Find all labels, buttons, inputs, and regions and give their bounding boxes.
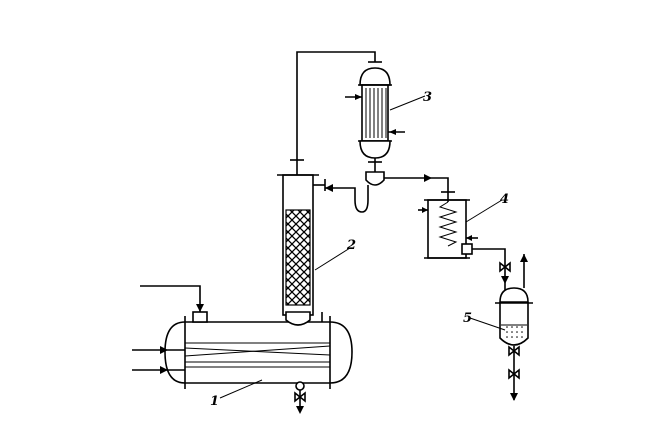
label-still: 1: [210, 379, 263, 409]
svg-text:2: 2: [346, 238, 356, 253]
svg-text:5: 5: [463, 311, 472, 326]
svg-text:1: 1: [210, 394, 219, 409]
receiver: [495, 254, 533, 401]
packed-column: [277, 159, 326, 326]
vapour-line: [296, 51, 376, 160]
label-receiver: 5: [463, 311, 506, 331]
label-cooler: 4: [465, 192, 509, 223]
label-condenser: 3: [389, 90, 432, 111]
label-column: 2: [314, 238, 356, 271]
svg-text:3: 3: [423, 90, 432, 105]
svg-text:4: 4: [500, 192, 509, 207]
still-vessel: [132, 285, 353, 414]
reflux-divider: [325, 171, 455, 213]
condenser: [345, 61, 405, 172]
